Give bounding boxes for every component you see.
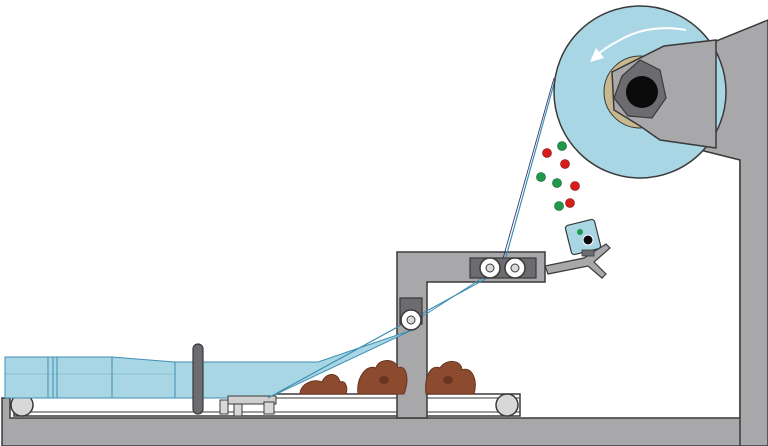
film-tube-body [4, 329, 413, 399]
film-reel [553, 5, 727, 179]
upper-guide-rollers [469, 257, 537, 279]
reel-hub [626, 76, 658, 108]
sensor-lens [582, 234, 594, 246]
film-tube [4, 329, 413, 399]
lower-guide-roller [399, 297, 423, 331]
dot-red [565, 198, 575, 208]
curved-arrow-counterclockwise-icon [590, 27, 687, 62]
seal-bar [192, 343, 204, 415]
dot-green [557, 141, 567, 151]
dot-green [554, 201, 564, 211]
dot-red [560, 159, 570, 169]
dot-red [542, 148, 552, 158]
conveyor-right-roller [495, 393, 519, 417]
dot-red [570, 181, 580, 191]
dot-green [536, 172, 546, 182]
products [299, 360, 476, 395]
photo-sensor-icon [544, 218, 611, 279]
product-1 [299, 374, 348, 395]
dot-green [552, 178, 562, 188]
cutter-parts [219, 395, 277, 417]
registration-dots [536, 141, 580, 211]
